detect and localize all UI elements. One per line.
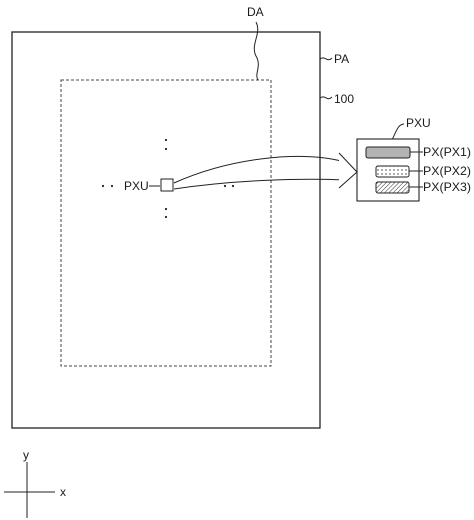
pixel-px1-label: PX(PX1) bbox=[423, 145, 471, 159]
pixel-unit-detail-leader bbox=[391, 123, 405, 141]
peripheral-area-label: PA bbox=[334, 52, 349, 66]
pixel-unit-label: PXU bbox=[124, 179, 149, 193]
pixel-px2 bbox=[375, 165, 410, 178]
panel-leader bbox=[319, 96, 333, 100]
magnify-arrow-top bbox=[173, 156, 346, 184]
display-area-label: DA bbox=[247, 5, 264, 19]
peripheral-area-leader bbox=[319, 57, 333, 61]
magnify-arrow-head bbox=[338, 152, 358, 189]
panel-outline bbox=[11, 31, 321, 429]
magnify-arrow-bottom bbox=[173, 178, 346, 190]
panel-label: 100 bbox=[334, 92, 354, 106]
display-area-leader bbox=[253, 21, 259, 81]
pixel-px1 bbox=[365, 146, 411, 159]
display-area-outline bbox=[60, 79, 272, 367]
y-axis-label: y bbox=[23, 448, 29, 462]
pixel-px3 bbox=[375, 181, 410, 194]
ellipsis-dots bbox=[101, 138, 235, 219]
pixel-unit-detail-title: PXU bbox=[406, 116, 431, 130]
pixel-px2-label: PX(PX2) bbox=[423, 164, 471, 178]
x-axis-label: x bbox=[60, 485, 66, 499]
pixel-px3-label: PX(PX3) bbox=[423, 180, 471, 194]
pixel-unit-box bbox=[160, 178, 174, 192]
